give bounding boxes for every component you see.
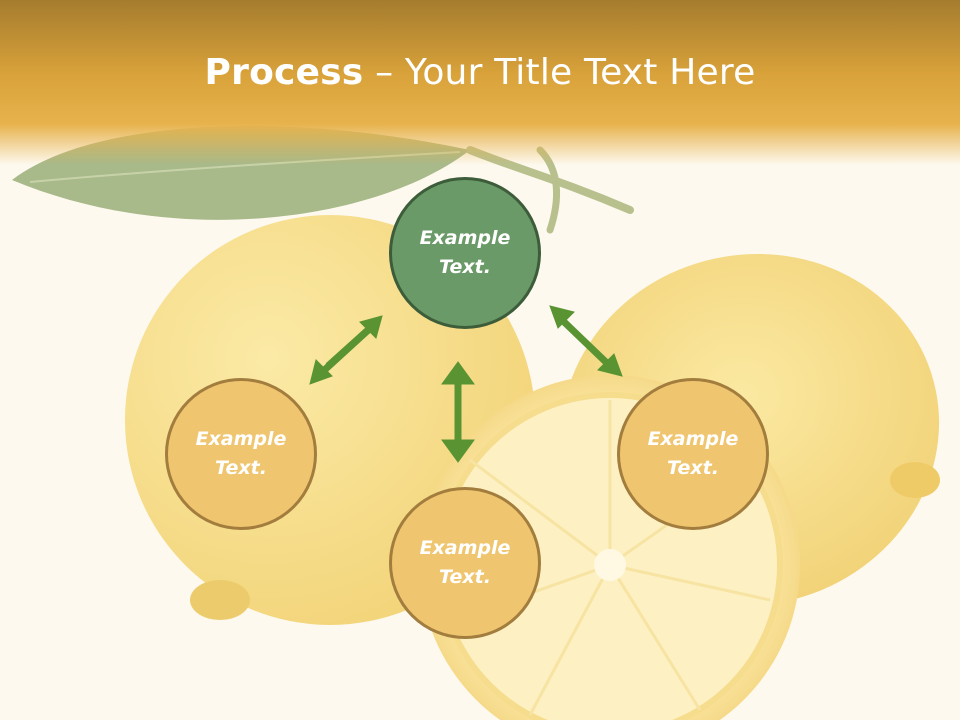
- double-arrow-icon: [309, 315, 383, 385]
- node-text-line1: Example: [419, 227, 511, 249]
- node-text-line1: Example: [195, 428, 287, 450]
- node-text-line1: Example: [419, 537, 511, 559]
- node-text-line1: Example: [647, 428, 739, 450]
- node-text-line2: Text.: [439, 566, 491, 588]
- node-text-line2: Text.: [215, 457, 267, 479]
- slide-title[interactable]: Process – Your Title Text Here: [0, 52, 960, 93]
- double-arrow-icon: [549, 305, 623, 377]
- node-text-line2: Text.: [667, 457, 719, 479]
- double-arrow-icon: [441, 361, 475, 463]
- node-text-line2: Text.: [439, 256, 491, 278]
- title-banner: [0, 0, 960, 165]
- title-bold: Process: [204, 52, 364, 93]
- title-rest: – Your Title Text Here: [363, 52, 756, 93]
